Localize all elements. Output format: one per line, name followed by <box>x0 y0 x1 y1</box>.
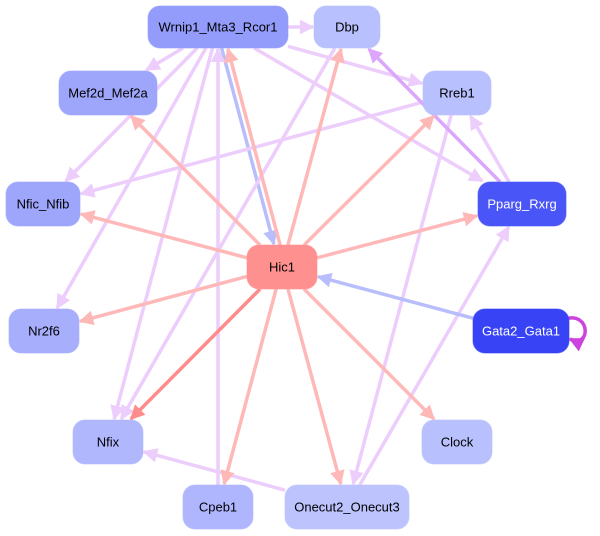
node-wrnip1-mta3-rcor1[interactable]: Wrnip1_Mta3_Rcor1 <box>147 5 289 49</box>
edge-hic1-to-nfic-nfib <box>79 210 248 260</box>
node-label: Cpeb1 <box>199 499 237 514</box>
node-box[interactable] <box>72 419 144 465</box>
edge-hic1-to-clock <box>302 287 436 421</box>
node-box[interactable] <box>182 484 254 530</box>
node-box[interactable] <box>147 5 289 49</box>
edge-wrnip1-mta3-rcor1-to-pparg-rxrg <box>253 46 484 183</box>
edge-hic1-to-rreb1 <box>302 114 436 247</box>
edge-wrnip1-mta3-rcor1-to-rreb1 <box>287 44 424 87</box>
node-label: Onecut2_Onecut3 <box>294 499 400 514</box>
edge-wrnip1-mta3-rcor1-to-nr2f6 <box>55 47 208 310</box>
node-box[interactable] <box>246 244 318 290</box>
node-label: Hic1 <box>269 259 295 274</box>
node-dbp[interactable]: Dbp <box>313 5 381 49</box>
node-box[interactable] <box>5 181 81 227</box>
edge-onecut2-onecut3-to-pparg-rxrg <box>358 225 511 486</box>
node-label: Nr2f6 <box>28 323 60 338</box>
node-box[interactable] <box>313 5 381 49</box>
node-box[interactable] <box>284 484 410 530</box>
node-box[interactable] <box>472 308 570 354</box>
node-nr2f6[interactable]: Nr2f6 <box>8 308 80 354</box>
node-pparg-rxrg[interactable]: Pparg_Rxrg <box>477 181 567 227</box>
node-box[interactable] <box>8 308 80 354</box>
edge-dbp-to-nfix <box>119 47 337 421</box>
node-clock[interactable]: Clock <box>421 419 493 465</box>
edge-hic1-to-nr2f6 <box>78 274 248 325</box>
edge-hic1-to-nfix <box>129 287 262 421</box>
node-mef2d-mef2a[interactable]: Mef2d_Mef2a <box>58 70 158 116</box>
edge-wrnip1-mta3-rcor1-to-mef2d-mef2a <box>145 46 184 72</box>
edge-hic1-to-pparg-rxrg <box>316 212 479 260</box>
node-label: Mef2d_Mef2a <box>68 85 148 100</box>
node-onecut2-onecut3[interactable]: Onecut2_Onecut3 <box>284 484 410 530</box>
edges-layer <box>55 19 587 492</box>
edge-gata2-gata1-to-hic1 <box>316 272 474 320</box>
edge-hic1-to-onecut2-onecut3 <box>286 288 345 486</box>
edge-hic1-to-mef2d-mef2a <box>129 114 262 247</box>
edge-hic1-to-cpeb1 <box>220 288 278 486</box>
node-nfic-nfib[interactable]: Nfic_Nfib <box>5 181 81 227</box>
node-label: Gata2_Gata1 <box>482 323 560 338</box>
node-hic1[interactable]: Hic1 <box>246 244 318 290</box>
edge-pparg-rxrg-to-rreb1 <box>468 114 511 183</box>
node-box[interactable] <box>421 419 493 465</box>
node-label: Rreb1 <box>439 85 474 100</box>
edge-self-loop-gata2-gata1 <box>564 316 587 352</box>
node-label: Wrnip1_Mta3_Rcor1 <box>159 19 278 34</box>
node-label: Clock <box>441 434 474 449</box>
node-nfix[interactable]: Nfix <box>72 419 144 465</box>
node-label: Nfix <box>97 434 120 449</box>
node-box[interactable] <box>58 70 158 116</box>
node-label: Nfic_Nfib <box>17 196 70 211</box>
edge-hic1-to-dbp <box>286 47 345 246</box>
edge-rreb1-to-nfic-nfib <box>79 100 424 198</box>
node-label: Dbp <box>335 19 359 34</box>
node-cpeb1[interactable]: Cpeb1 <box>182 484 254 530</box>
node-label: Pparg_Rxrg <box>487 196 556 211</box>
node-gata2-gata1[interactable]: Gata2_Gata1 <box>472 308 570 354</box>
edge-onecut2-onecut3-to-nfix <box>142 448 286 492</box>
edge-hic1-to-wrnip1-mta3-rcor1 <box>224 47 282 246</box>
edge-wrnip1-mta3-rcor1-to-hic1 <box>219 47 278 246</box>
node-box[interactable] <box>422 70 492 116</box>
node-rreb1[interactable]: Rreb1 <box>422 70 492 116</box>
node-box[interactable] <box>477 181 567 227</box>
edge-wrnip1-mta3-rcor1-to-nfix <box>110 47 215 421</box>
